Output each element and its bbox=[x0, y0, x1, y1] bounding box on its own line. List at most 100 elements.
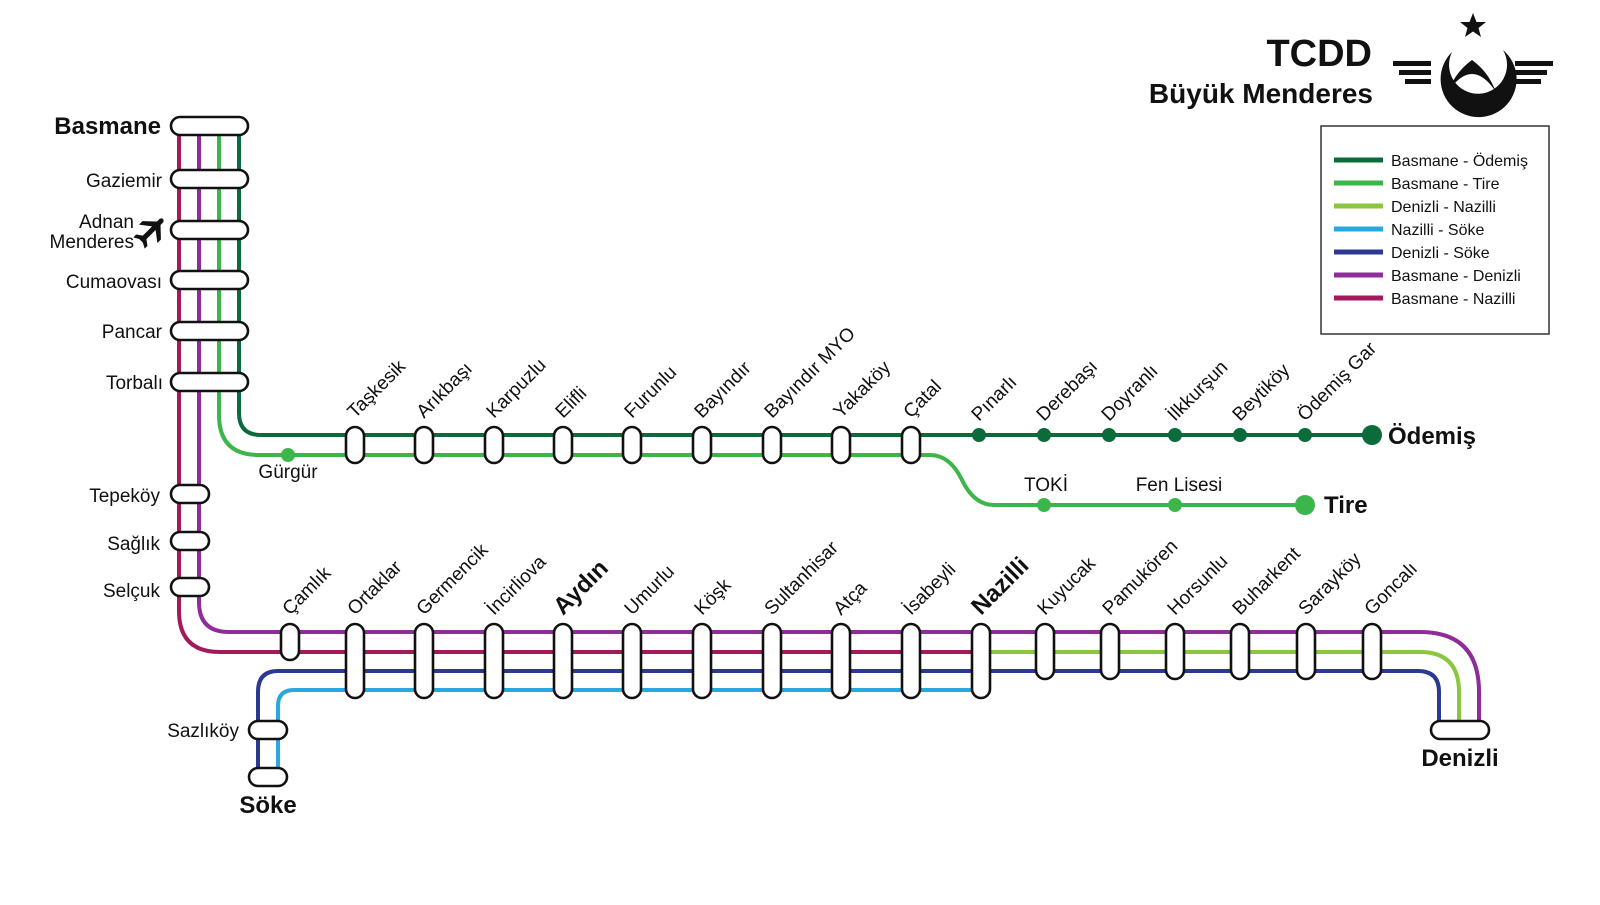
station-label: İncirliova bbox=[483, 551, 551, 619]
station-germencik[interactable] bbox=[413, 622, 435, 700]
station-beytikoy[interactable] bbox=[1233, 428, 1247, 442]
station-saraykoy[interactable] bbox=[1295, 622, 1317, 681]
station-label: Menderes bbox=[50, 232, 135, 253]
station-arikbasi[interactable] bbox=[413, 425, 435, 465]
station-toki[interactable] bbox=[1037, 498, 1051, 512]
station-label: Gaziemir bbox=[86, 171, 163, 192]
line-basmane-tire bbox=[217, 125, 1305, 507]
legend-label: Denizli - Söke bbox=[1391, 245, 1490, 262]
station-torbali[interactable] bbox=[169, 371, 250, 393]
station-bayindir-myo[interactable] bbox=[761, 425, 783, 465]
station-label: Pınarlı bbox=[968, 372, 1022, 426]
station-odemis[interactable] bbox=[1362, 425, 1382, 445]
station-tire[interactable] bbox=[1295, 495, 1315, 515]
map-title: TCDD bbox=[1266, 33, 1372, 75]
station-saglik[interactable] bbox=[169, 530, 211, 552]
station-label: Aydın bbox=[548, 555, 614, 621]
station-label: Pancar bbox=[102, 322, 163, 343]
station-odemis-gar[interactable] bbox=[1298, 428, 1312, 442]
station-horsunlu[interactable] bbox=[1164, 622, 1186, 681]
station-sazlikoy[interactable] bbox=[247, 719, 289, 741]
station-selcuk[interactable] bbox=[169, 576, 211, 598]
station-catal[interactable] bbox=[900, 425, 922, 465]
station-sultanhisar[interactable] bbox=[761, 622, 783, 700]
station-label: İsabeyli bbox=[900, 559, 960, 619]
station-elifli[interactable] bbox=[552, 425, 574, 465]
legend-label: Basmane - Nazilli bbox=[1391, 291, 1515, 308]
station-fen-lisesi[interactable] bbox=[1168, 498, 1182, 512]
station-gaziemir[interactable] bbox=[169, 168, 250, 190]
legend-label: Basmane - Tire bbox=[1391, 176, 1500, 193]
station-tepekoy[interactable] bbox=[169, 483, 211, 505]
station-label: Yakaköy bbox=[830, 357, 896, 423]
station-label: Köşk bbox=[691, 574, 736, 619]
station-label: Sağlık bbox=[107, 534, 160, 555]
station-ortaklar[interactable] bbox=[344, 622, 366, 700]
station-label: Adnan bbox=[79, 212, 134, 233]
station-ilkkursun[interactable] bbox=[1168, 428, 1182, 442]
station-label: Bayındır bbox=[691, 357, 756, 422]
station-label: Doyranlı bbox=[1098, 361, 1163, 426]
station-label: Gürgür bbox=[258, 462, 318, 483]
station-label: Fen Lisesi bbox=[1136, 475, 1223, 496]
station-atca[interactable] bbox=[830, 622, 852, 700]
line-basmane-denizli bbox=[197, 125, 1481, 730]
legend-items: Basmane - Ödemiş Basmane - Tire Denizli … bbox=[1334, 152, 1528, 308]
tire-branch-stations: TOKİ Fen Lisesi Tire bbox=[1024, 475, 1368, 519]
station-karpuzlu[interactable] bbox=[483, 425, 505, 465]
station-denizli[interactable] bbox=[1429, 719, 1491, 741]
station-label: Ortaklar bbox=[344, 556, 407, 619]
terminus-label: Tire bbox=[1324, 492, 1368, 519]
station-label: Beytiköy bbox=[1229, 360, 1295, 426]
station-soke[interactable] bbox=[247, 766, 289, 788]
station-label: Atça bbox=[830, 577, 872, 619]
station-basmane[interactable] bbox=[169, 115, 250, 137]
station-label: Derebaşı bbox=[1033, 356, 1102, 425]
station-label: Çamlık bbox=[279, 563, 336, 620]
station-derebasi[interactable] bbox=[1037, 428, 1051, 442]
station-nazilli[interactable] bbox=[970, 622, 992, 700]
station-pinarli[interactable] bbox=[972, 428, 986, 442]
station-goncali[interactable] bbox=[1361, 622, 1383, 681]
south-stations: Tepeköy Sağlık Selçuk bbox=[89, 483, 211, 602]
station-adnan-menderes[interactable] bbox=[169, 219, 250, 241]
station-label: Taşkesik bbox=[344, 356, 411, 423]
map-subtitle: Büyük Menderes bbox=[1149, 78, 1373, 109]
station-bayindir[interactable] bbox=[691, 425, 713, 465]
station-isabeyli[interactable] bbox=[900, 622, 922, 700]
station-label: Horsunlu bbox=[1164, 551, 1233, 620]
station-label: Umurlu bbox=[621, 561, 679, 619]
line-nazilli-soke bbox=[276, 688, 981, 777]
station-taskesik[interactable] bbox=[344, 425, 366, 465]
station-gurgur[interactable] bbox=[281, 448, 295, 462]
station-label: Cumaovası bbox=[66, 272, 162, 293]
station-kuyucak[interactable] bbox=[1034, 622, 1056, 681]
station-pamukoren[interactable] bbox=[1099, 622, 1121, 681]
station-umurlu[interactable] bbox=[621, 622, 643, 700]
terminus-label: Ödemiş bbox=[1388, 423, 1476, 450]
station-label: Sarayköy bbox=[1295, 548, 1366, 619]
airplane-icon bbox=[133, 218, 164, 249]
station-label: Nazilli bbox=[966, 552, 1034, 620]
station-furunlu[interactable] bbox=[621, 425, 643, 465]
station-camlik[interactable] bbox=[279, 622, 301, 662]
station-kosk[interactable] bbox=[691, 622, 713, 700]
station-label: Furunlu bbox=[621, 362, 681, 422]
station-aydin[interactable] bbox=[552, 622, 574, 700]
legend-label: Basmane - Denizli bbox=[1391, 268, 1521, 285]
station-label: Elifli bbox=[552, 383, 591, 422]
station-label: Basmane bbox=[54, 113, 161, 140]
station-cumaovasi[interactable] bbox=[169, 269, 250, 291]
tcdd-logo-icon bbox=[1393, 13, 1553, 118]
station-label: Ödemiş Gar bbox=[1294, 338, 1382, 426]
station-pancar[interactable] bbox=[169, 320, 250, 342]
station-doyranli[interactable] bbox=[1102, 428, 1116, 442]
legend-label: Nazilli - Söke bbox=[1391, 222, 1484, 239]
station-label: İlkkurşun bbox=[1164, 357, 1233, 426]
station-buharkent[interactable] bbox=[1229, 622, 1251, 681]
legend-label: Denizli - Nazilli bbox=[1391, 199, 1496, 216]
station-incirliova[interactable] bbox=[483, 622, 505, 700]
station-yakakoy[interactable] bbox=[830, 425, 852, 465]
station-label: Goncalı bbox=[1361, 558, 1422, 619]
legend-label: Basmane - Ödemiş bbox=[1391, 152, 1528, 170]
